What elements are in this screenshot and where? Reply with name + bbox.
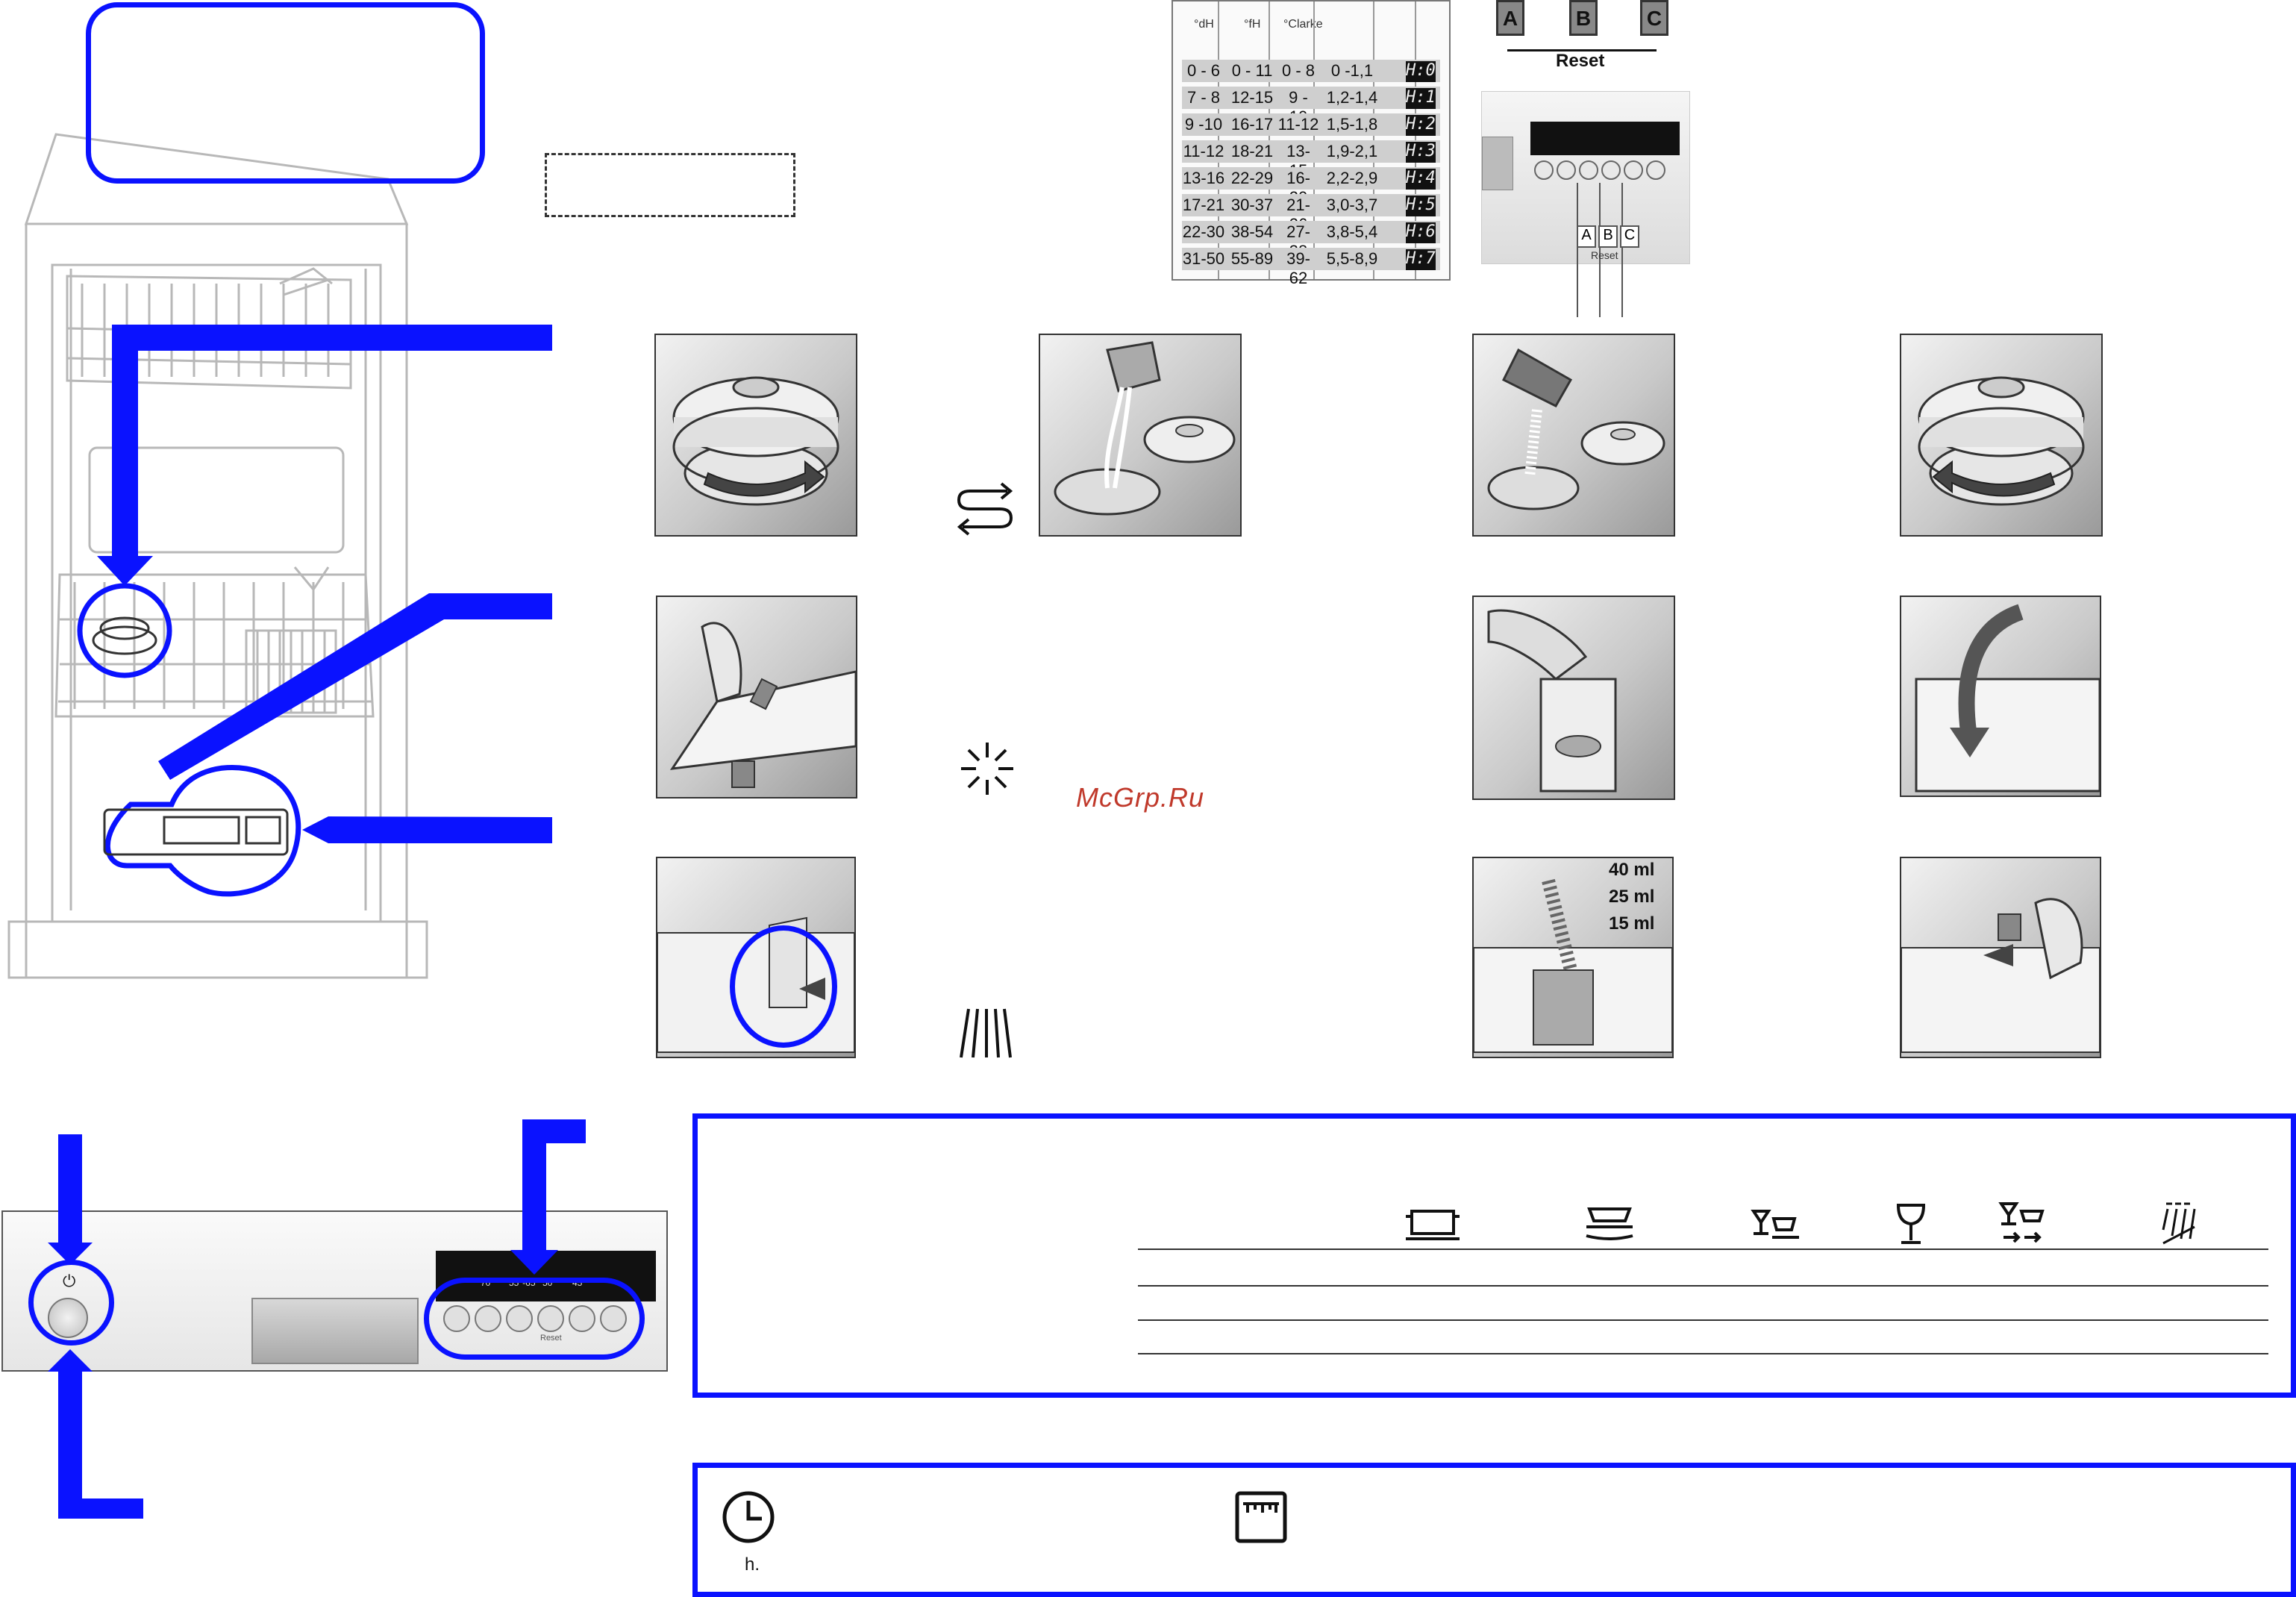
- photo-close-salt-cap: [1900, 334, 2103, 537]
- photo-fill-rinse-aid: [1472, 596, 1675, 800]
- photo-close-rinse-aid: [1900, 596, 2101, 797]
- photo-fill-salt: [1472, 334, 1675, 537]
- dashed-placeholder-box: [545, 153, 795, 217]
- timer-hours-label: h.: [745, 1554, 760, 1575]
- photo-fill-water: [1039, 334, 1242, 537]
- level-display: H:1: [1406, 88, 1436, 109]
- key-a: A: [1496, 0, 1524, 36]
- table-row: 11-12 18-21 13-15 1,9-2,1 H:3: [1182, 140, 1440, 180]
- door-handle: [251, 1298, 419, 1364]
- header-dh: °dH: [1194, 18, 1214, 31]
- table-line: [1138, 1248, 2268, 1250]
- table-line: [1138, 1319, 2268, 1321]
- programme-button[interactable]: [506, 1305, 533, 1332]
- clock-icon: [722, 1491, 775, 1543]
- table-row: 0 - 6 0 - 11 0 - 8 0 -1,1 H:0: [1182, 60, 1440, 82]
- key-c: C: [1640, 0, 1668, 36]
- half-load-icon: [1235, 1491, 1287, 1543]
- photo-close-detergent: [1900, 857, 2101, 1058]
- level-display: H:4: [1406, 169, 1436, 190]
- prerinse-icon: [2162, 1202, 2196, 1245]
- reset-label: Reset: [1556, 51, 1605, 71]
- blank-callout-box: [86, 2, 485, 184]
- intensive-pot-icon: [1406, 1210, 1460, 1240]
- prerinse-spray-icon: [960, 1008, 1012, 1058]
- level-display: H:6: [1406, 222, 1436, 243]
- callout-arrows: [77, 325, 552, 897]
- watermark: McGrp.Ru: [1076, 782, 1205, 813]
- options-box: [692, 1463, 2296, 1597]
- programme-button[interactable]: [475, 1305, 501, 1332]
- detergent-amount-15: 15 ml: [1609, 913, 1655, 934]
- level-display: H:5: [1406, 196, 1436, 216]
- eco-cups-icon: [1751, 1210, 1799, 1239]
- small-key-b: B: [1598, 225, 1618, 248]
- buttons-highlight: [424, 1278, 645, 1360]
- panel-reset-label: Reset: [540, 1334, 562, 1343]
- reset-bracket: [1507, 49, 1657, 51]
- detergent-amount-25: 25 ml: [1609, 887, 1655, 907]
- level-display: H:2: [1406, 115, 1436, 136]
- auto-plates-icon: [1586, 1207, 1633, 1240]
- table-row: 31-50 55-89 39-62 5,5-8,9 H:7: [1182, 248, 1440, 287]
- detergent-latch-highlight: [730, 925, 837, 1048]
- level-display: H:0: [1406, 61, 1436, 82]
- panel-callout-arrows: [48, 1119, 586, 1519]
- small-reset-label: Reset: [1591, 249, 1618, 261]
- photo-fill-detergent: [1472, 857, 1674, 1058]
- glass-icon: [1896, 1204, 1926, 1244]
- table-row: 13-16 22-29 16-20 2,2-2,9 H:4: [1182, 167, 1440, 207]
- level-display: H:3: [1406, 142, 1436, 163]
- programme-button[interactable]: [569, 1305, 595, 1332]
- header-fh: °fH: [1244, 18, 1261, 31]
- panel-buttons-row: [1534, 160, 1676, 181]
- table-line: [1138, 1353, 2268, 1354]
- level-display: H:7: [1406, 249, 1436, 270]
- photo-open-salt-cap: [654, 334, 857, 537]
- sparkle-icon: [961, 743, 1013, 795]
- table-row: 17-21 30-37 21-26 3,0-3,7 H:5: [1182, 194, 1440, 234]
- small-key-a: A: [1577, 225, 1596, 248]
- small-key-c: C: [1620, 225, 1639, 248]
- table-row: 7 - 8 12-15 9 - 10 1,2-1,4 H:1: [1182, 87, 1440, 126]
- table-line: [1138, 1285, 2268, 1287]
- table-row: 22-30 38-54 27-38 3,8-5,4 H:6: [1182, 221, 1440, 260]
- header-clarke: °Clarke: [1283, 18, 1323, 31]
- panel-handle: [1482, 137, 1513, 190]
- photo-open-rinse-aid: [656, 596, 857, 798]
- programme-button[interactable]: [537, 1305, 564, 1332]
- repeat-icon: [957, 482, 1013, 536]
- key-b: B: [1569, 0, 1598, 36]
- detergent-amount-40: 40 ml: [1609, 860, 1655, 880]
- quick-glass-icon: [1998, 1202, 2045, 1243]
- table-row: 9 -10 16-17 11-12 1,5-1,8 H:2: [1182, 113, 1440, 136]
- programme-table-box: [692, 1113, 2296, 1398]
- panel-display: [1530, 122, 1680, 155]
- water-hardness-table: °dH °fH °Clarke 0 - 6 0 - 11 0 - 8 0 -1,…: [1172, 0, 1451, 287]
